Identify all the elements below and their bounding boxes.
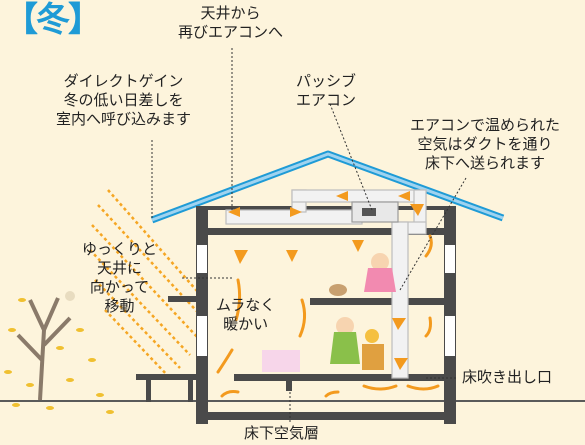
house-walls [168,206,456,424]
airflow-arrows [228,191,424,370]
passive-air-conditioner [351,201,399,223]
ceiling-return-label: 天井から 再びエアコンへ [178,4,284,41]
winter-badge: 【冬】 [4,0,102,40]
leader-lines [151,48,467,422]
family-illustration [262,253,396,372]
airflow-curves [216,234,440,398]
duct-explanation-label: エアコンで温められた 空気はダクトを通り 床下へ送られます [410,116,561,172]
deck [136,374,202,402]
even-warm-label: ムラなく 暖かい [216,296,276,333]
tree-illustration [4,291,114,414]
underfloor-layer-label: 床下空気層 [244,424,320,442]
floor-outlet-label: 床吹き出し口 [462,368,553,386]
passive-ac-label: パッシブ エアコン [296,72,357,109]
slow-move-label: ゆっくりと 天井に 向かって 移動 [82,240,158,315]
windows [197,245,455,356]
sunlight-rays [89,189,206,379]
roof [150,150,505,224]
direct-gain-label: ダイレクトゲイン 冬の低い日差しを 室内へ呼び込みます [56,72,192,128]
